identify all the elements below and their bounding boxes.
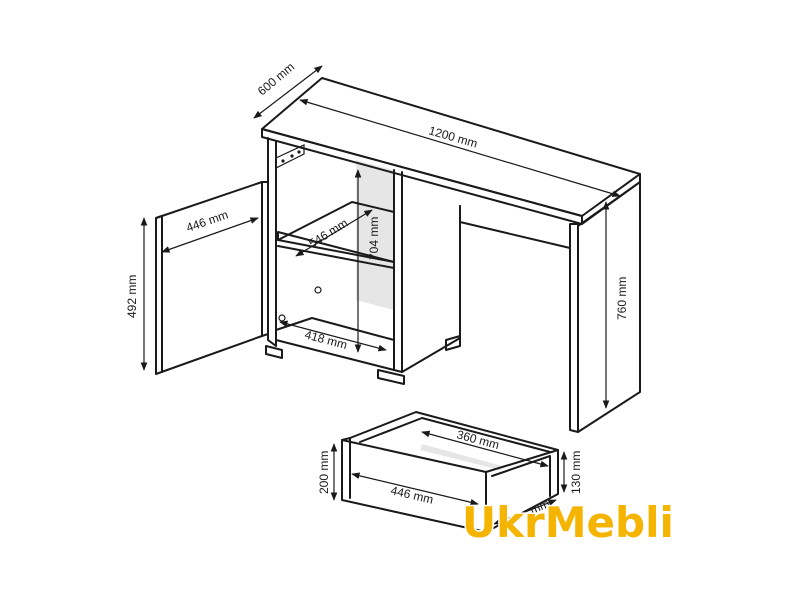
drawer-rail [275, 144, 305, 169]
cabinet-shelf [277, 201, 395, 263]
label-drawer-front-height: 200 mm [317, 451, 331, 494]
label-height: 760 mm [615, 277, 629, 320]
label-drawer-depth: mm [528, 496, 552, 516]
label-drawer-front-width: 446 mm [389, 483, 434, 506]
hinge-screw-lower [278, 314, 286, 322]
dimension-lines [140, 65, 621, 525]
cabinet-middle-divider [393, 169, 403, 373]
plinth-foot-back [445, 335, 461, 351]
cabinet-door [155, 181, 269, 375]
label-depth: 600 mm [255, 60, 297, 99]
label-drawer-side-height: 130 mm [569, 451, 583, 494]
desk-top-surface [261, 77, 641, 217]
label-door-height: 492 mm [125, 275, 139, 318]
cabinet-left-panel [267, 137, 277, 347]
cabinet-back-panel [356, 160, 394, 310]
label-inner-height: 704 mm [367, 217, 381, 260]
plinth-foot-left [265, 345, 283, 359]
right-leg-side-panel [577, 181, 641, 433]
hinge-screw-upper [314, 286, 322, 294]
cabinet-right-panel [401, 205, 461, 373]
label-width: 1200 mm [427, 123, 479, 150]
ukrmebli-logo: UkrMebli [462, 498, 674, 547]
desk-top-front-edge [261, 128, 583, 225]
right-leg-front-edge [569, 223, 579, 433]
plinth-foot-middle [377, 369, 405, 385]
drawer-opening [459, 205, 571, 249]
label-drawer-inner-width: 360 mm [455, 427, 501, 452]
